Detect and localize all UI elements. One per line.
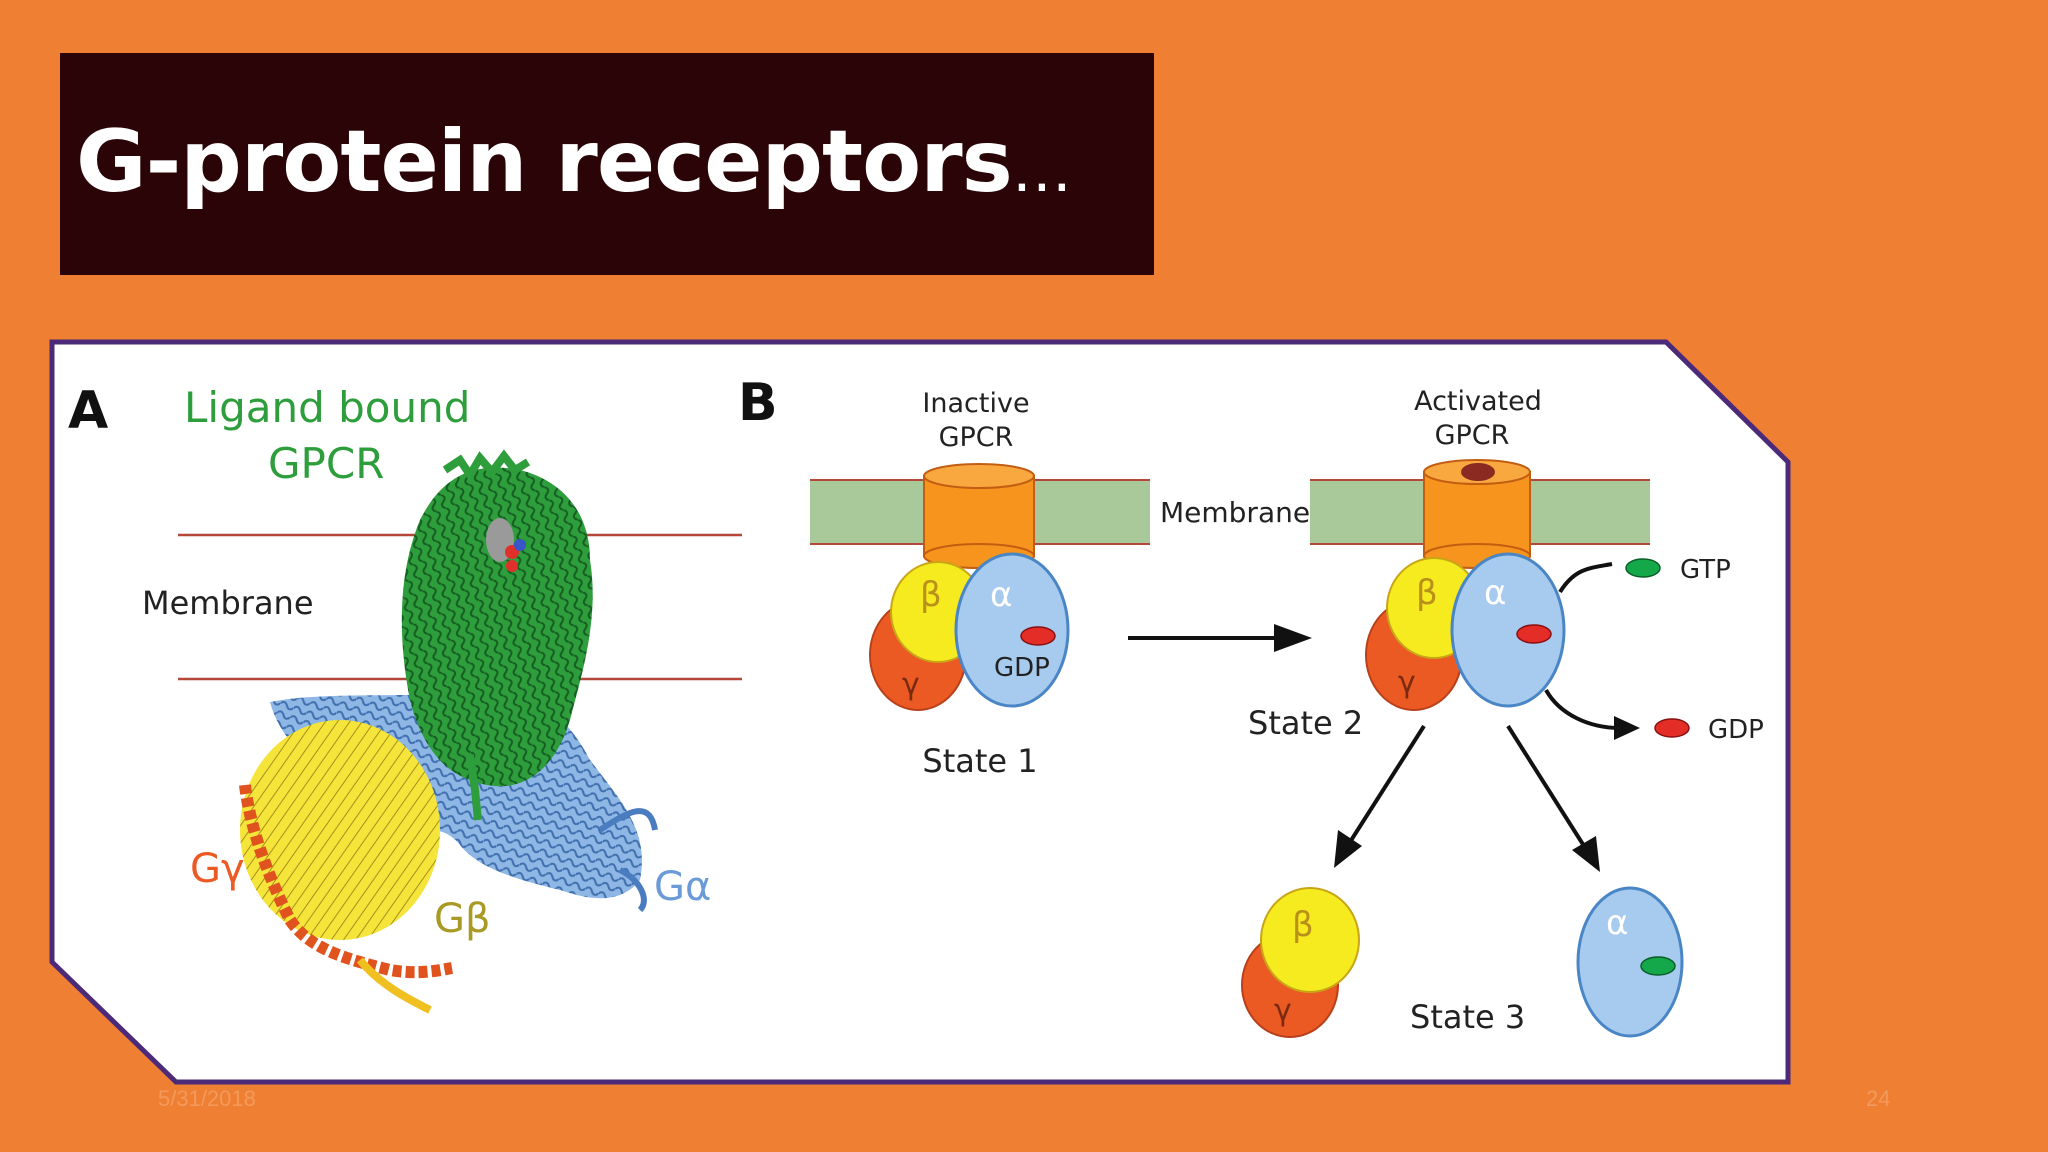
panel-b-letter: B xyxy=(738,373,778,433)
gtp-label: GTP xyxy=(1680,555,1731,585)
gamma-label-state2: γ xyxy=(1398,665,1416,700)
gdp-outgoing-arrow-head xyxy=(1614,716,1640,740)
inactive-label-line2: GPCR xyxy=(939,422,1014,453)
slide-date: 5/31/2018 xyxy=(158,1086,256,1111)
beta-label-state2: β xyxy=(1416,573,1438,613)
activated-label-line1: Activated xyxy=(1414,386,1542,417)
gdp-released xyxy=(1654,718,1690,738)
gdp-state2 xyxy=(1516,624,1552,644)
alpha-subunit-state2 xyxy=(1450,552,1566,708)
alpha-subunit-state3 xyxy=(1576,886,1684,1038)
bound-ligand xyxy=(1461,463,1495,481)
beta-subunit-state3 xyxy=(1260,887,1360,993)
alpha-label-state1: α xyxy=(990,575,1012,615)
panel-b-membrane-label: Membrane xyxy=(1160,496,1310,529)
title-ellipsis: … xyxy=(1011,136,1072,206)
inactive-gpcr-receptor xyxy=(923,463,1035,569)
gdp-state1 xyxy=(1020,626,1056,646)
ligand-label-line1: Ligand bound xyxy=(184,383,470,432)
slide-page-number: 24 xyxy=(1866,1086,1891,1111)
g-gamma-structure xyxy=(239,784,454,979)
ligand-molecule xyxy=(486,518,526,572)
title-box xyxy=(60,53,1154,275)
g-beta-structure xyxy=(240,720,440,940)
beta-label-state3: β xyxy=(1292,905,1314,945)
state3-label: State 3 xyxy=(1410,998,1525,1036)
alpha-label-state2: α xyxy=(1484,573,1506,613)
gdp-label-state1: GDP xyxy=(994,653,1050,683)
gtp-molecule xyxy=(1625,558,1661,578)
arrow-to-beta-gamma xyxy=(1348,724,1426,844)
g-gamma-tail xyxy=(356,957,432,1014)
g-beta-label: Gβ xyxy=(434,896,491,942)
beta-label-state1: β xyxy=(920,575,942,615)
arrow-to-alpha xyxy=(1506,724,1586,848)
state2-label: State 2 xyxy=(1248,704,1363,742)
slide-title: G-protein receptors… xyxy=(76,112,1072,212)
gtp-bound-state3 xyxy=(1640,956,1676,976)
gdp-released-label: GDP xyxy=(1708,715,1764,745)
state1-label: State 1 xyxy=(922,742,1037,780)
arrow-state1-to-state2-head xyxy=(1274,624,1312,652)
gamma-label-state1: γ xyxy=(902,667,920,702)
gdp-outgoing-arrow xyxy=(1544,688,1621,730)
alpha-subunit-state1 xyxy=(954,552,1070,708)
gtp-incoming-arrow xyxy=(1558,562,1613,594)
panel-a-letter: A xyxy=(68,381,108,441)
slide-title-text: G-protein receptors xyxy=(76,112,1013,212)
alpha-label-state3: α xyxy=(1606,903,1628,943)
arrow-to-beta-gamma-head xyxy=(1334,830,1362,868)
arrow-to-alpha-head xyxy=(1572,836,1600,872)
panel-a-membrane-label: Membrane xyxy=(142,584,314,622)
activated-label-line2: GPCR xyxy=(1435,420,1510,451)
ligand-label-line2: GPCR xyxy=(268,439,384,488)
g-alpha-label: Gα xyxy=(654,864,711,910)
gamma-label-state3: γ xyxy=(1274,993,1292,1028)
inactive-label-line1: Inactive xyxy=(922,388,1029,419)
activated-gpcr-receptor xyxy=(1423,459,1531,569)
g-gamma-label: Gγ xyxy=(190,846,245,892)
gpcr-structure xyxy=(401,449,593,821)
